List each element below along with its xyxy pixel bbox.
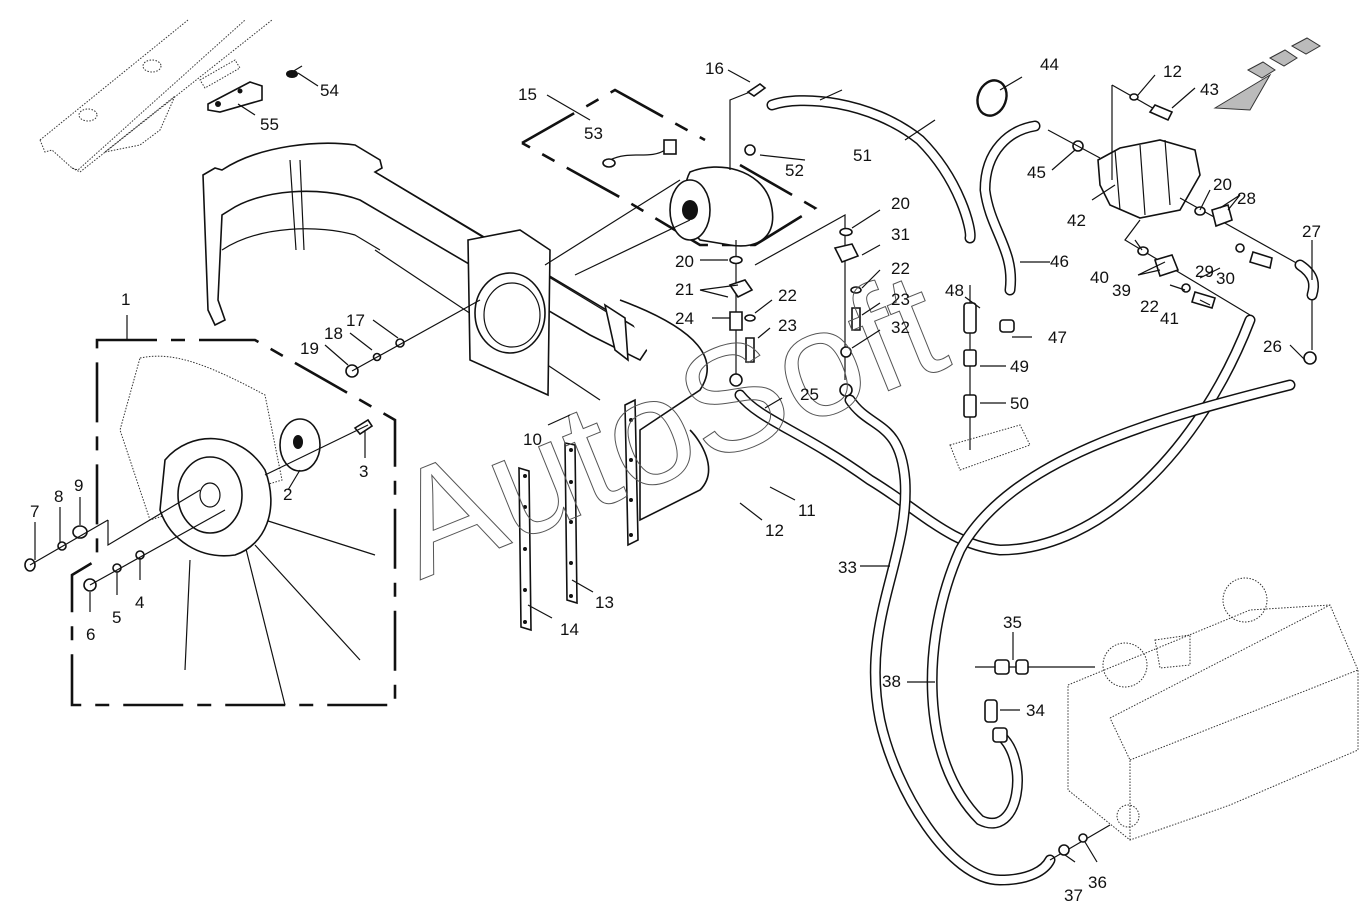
- callout-12[interactable]: 12: [1163, 62, 1182, 81]
- callout-13[interactable]: 13: [595, 593, 614, 612]
- callout-28[interactable]: 28: [1237, 189, 1256, 208]
- callout-23[interactable]: 23: [891, 290, 910, 309]
- callout-12[interactable]: 12: [765, 521, 784, 540]
- fastener-group-right: [1111, 84, 1319, 365]
- callout-3[interactable]: 3: [359, 462, 368, 481]
- hose-part-51[interactable]: [766, 95, 976, 244]
- callout-9[interactable]: 9: [74, 476, 83, 495]
- fitting-column-right: [754, 213, 862, 397]
- callout-43[interactable]: 43: [1200, 80, 1219, 99]
- callout-22[interactable]: 22: [1140, 297, 1159, 316]
- bracket-part-55[interactable]: [207, 81, 263, 113]
- callout-27[interactable]: 27: [1302, 222, 1321, 241]
- callout-39[interactable]: 39: [1112, 281, 1131, 300]
- chassis-rail: [39, 19, 273, 173]
- callout-16[interactable]: 16: [705, 59, 724, 78]
- fitting-part-52[interactable]: [744, 144, 756, 156]
- callout-47[interactable]: 47: [1048, 328, 1067, 347]
- watermark: AutoSoft: [369, 238, 966, 610]
- callout-51[interactable]: 51: [853, 146, 872, 165]
- callout-26[interactable]: 26: [1263, 337, 1282, 356]
- strip-part-14[interactable]: [518, 466, 532, 632]
- callout-23[interactable]: 23: [778, 316, 797, 335]
- callout-42[interactable]: 42: [1067, 211, 1086, 230]
- callout-19[interactable]: 19: [300, 339, 319, 358]
- callout-2[interactable]: 2: [283, 485, 292, 504]
- callout-29[interactable]: 29: [1195, 262, 1214, 281]
- callout-55[interactable]: 55: [260, 115, 279, 134]
- fan-assembly-group-1[interactable]: [70, 338, 397, 707]
- callout-37[interactable]: 37: [1064, 886, 1083, 905]
- callout-20[interactable]: 20: [891, 194, 910, 213]
- callout-14[interactable]: 14: [560, 620, 579, 639]
- callout-20[interactable]: 20: [675, 252, 694, 271]
- fitting-column-left: [728, 240, 756, 387]
- hose-part-33[interactable]: [844, 394, 1056, 886]
- seal-ring-part-44[interactable]: [973, 76, 1012, 119]
- callout-30[interactable]: 30: [1216, 269, 1235, 288]
- callout-53[interactable]: 53: [584, 124, 603, 143]
- callout-18[interactable]: 18: [324, 324, 343, 343]
- callout-44[interactable]: 44: [1040, 55, 1059, 74]
- tank-fittings: [975, 659, 1111, 861]
- callout-25[interactable]: 25: [800, 385, 819, 404]
- hub-part-2[interactable]: [279, 418, 321, 472]
- callout-10[interactable]: 10: [523, 430, 542, 449]
- callout-4[interactable]: 4: [135, 593, 144, 612]
- tee-fittings-47-50: [949, 285, 1031, 471]
- callout-49[interactable]: 49: [1010, 357, 1029, 376]
- callout-41[interactable]: 41: [1160, 309, 1179, 328]
- callout-38[interactable]: 38: [882, 672, 901, 691]
- callout-15[interactable]: 15: [518, 85, 537, 104]
- callout-6[interactable]: 6: [86, 625, 95, 644]
- hydraulic-motor[interactable]: [669, 166, 774, 247]
- fitting-part-45[interactable]: [1047, 129, 1101, 159]
- callout-20[interactable]: 20: [1213, 175, 1232, 194]
- callout-45[interactable]: 45: [1027, 163, 1046, 182]
- hydraulic-tank: [1067, 577, 1359, 841]
- hose-part-46[interactable]: [979, 120, 1041, 296]
- leader-lines: [34, 69, 1313, 863]
- callout-33[interactable]: 33: [838, 558, 857, 577]
- svg-text:AutoSoft: AutoSoft: [369, 238, 965, 609]
- pin-part-54[interactable]: [286, 65, 303, 78]
- hose-part-38[interactable]: [926, 379, 1296, 829]
- frame-part-10[interactable]: [202, 142, 710, 547]
- callout-54[interactable]: 54: [320, 81, 339, 100]
- fan-part[interactable]: [119, 355, 376, 706]
- callout-8[interactable]: 8: [54, 487, 63, 506]
- callout-11[interactable]: 11: [798, 501, 816, 520]
- callout-22[interactable]: 22: [778, 286, 797, 305]
- callout-34[interactable]: 34: [1026, 701, 1045, 720]
- callout-48[interactable]: 48: [945, 281, 964, 300]
- callout-17[interactable]: 17: [346, 311, 365, 330]
- callout-52[interactable]: 52: [785, 161, 804, 180]
- callout-32[interactable]: 32: [891, 318, 910, 337]
- callout-46[interactable]: 46: [1050, 252, 1069, 271]
- callout-40[interactable]: 40: [1090, 268, 1109, 287]
- callout-50[interactable]: 50: [1010, 394, 1029, 413]
- bolt-part-16[interactable]: [746, 83, 767, 97]
- callout-21[interactable]: 21: [675, 280, 694, 299]
- callout-31[interactable]: 31: [891, 225, 910, 244]
- callout-5[interactable]: 5: [112, 608, 121, 627]
- fastener-group-left: [24, 299, 481, 592]
- sensor-part-53[interactable]: [602, 139, 677, 168]
- callout-1[interactable]: 1: [121, 290, 130, 309]
- pump-part-42[interactable]: [1097, 85, 1201, 219]
- callout-24[interactable]: 24: [675, 309, 694, 328]
- front-direction-arrow-icon: [1213, 37, 1321, 111]
- callout-36[interactable]: 36: [1088, 873, 1107, 892]
- strip-part-13[interactable]: [564, 442, 578, 605]
- callout-35[interactable]: 35: [1003, 613, 1022, 632]
- callout-7[interactable]: 7: [30, 502, 39, 521]
- callout-labels: 1 2 3 4 5 6 7 8 9 10 11 12 12 13 14 15 1…: [30, 55, 1321, 905]
- callout-22[interactable]: 22: [891, 259, 910, 278]
